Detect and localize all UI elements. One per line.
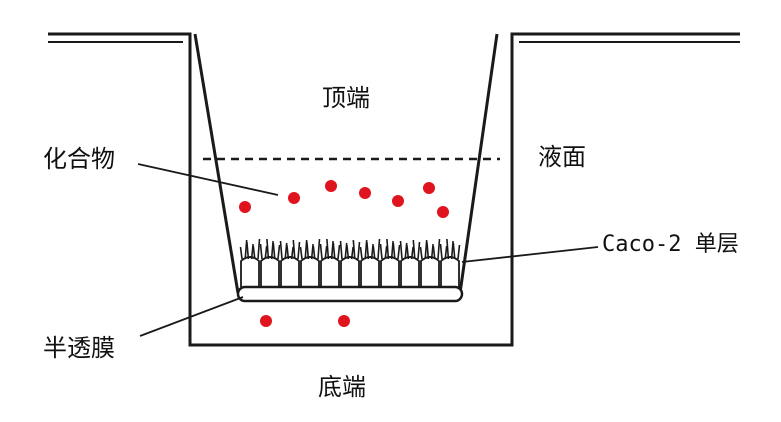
microvillus bbox=[290, 246, 294, 260]
label-apical: 顶端 bbox=[322, 84, 370, 112]
microvillus bbox=[346, 244, 350, 260]
epithelial-cell bbox=[379, 238, 401, 287]
microvillus bbox=[279, 240, 283, 260]
cell-body bbox=[380, 256, 400, 287]
label-compound: 化合物 bbox=[43, 145, 115, 173]
microvillus bbox=[326, 238, 330, 260]
compound-dot bbox=[359, 187, 371, 199]
label-liquid-surface: 液面 bbox=[538, 143, 586, 171]
compound-dot bbox=[392, 195, 404, 207]
epithelial-cell bbox=[339, 239, 361, 287]
microvillus bbox=[352, 239, 356, 260]
cell-body bbox=[280, 256, 300, 287]
microvillus bbox=[359, 246, 363, 260]
microvillus bbox=[297, 241, 301, 260]
cell-body bbox=[420, 256, 440, 287]
microvillus bbox=[257, 238, 261, 260]
microvillus bbox=[266, 238, 270, 260]
compound-dot bbox=[260, 315, 272, 327]
microvillus bbox=[350, 246, 354, 260]
epithelial-cell bbox=[419, 238, 441, 287]
cell-body bbox=[340, 256, 360, 287]
epithelial-cell bbox=[439, 238, 461, 287]
compound-dots-basolateral bbox=[260, 315, 350, 327]
microvillus bbox=[452, 242, 456, 260]
compound-dot bbox=[325, 180, 337, 192]
epithelial-cell bbox=[359, 238, 381, 287]
microvillus bbox=[277, 244, 281, 260]
microvillus bbox=[272, 242, 276, 260]
cell-body bbox=[360, 256, 380, 287]
caco2-monolayer bbox=[239, 238, 461, 287]
microvillus bbox=[252, 245, 256, 260]
epithelial-cell bbox=[239, 238, 261, 287]
cell-body bbox=[240, 256, 260, 287]
semipermeable-membrane bbox=[236, 285, 464, 303]
microvillus bbox=[432, 245, 436, 260]
microvillus bbox=[299, 246, 303, 260]
microvillus bbox=[439, 243, 443, 260]
microvillus bbox=[399, 240, 403, 260]
leader-membrane bbox=[139, 296, 244, 337]
microvillus bbox=[444, 245, 448, 260]
compound-dot bbox=[423, 182, 435, 194]
microvillus bbox=[239, 246, 243, 260]
insert-wall-right bbox=[458, 33, 499, 294]
label-membrane: 半透膜 bbox=[43, 334, 115, 362]
compound-dot bbox=[338, 315, 350, 327]
microvillus bbox=[319, 243, 323, 260]
epithelial-cell bbox=[259, 238, 281, 287]
microvillus bbox=[392, 242, 396, 260]
microvillus bbox=[384, 245, 388, 260]
epithelial-cell bbox=[399, 239, 421, 287]
microvillus bbox=[339, 240, 343, 260]
label-basolateral: 底端 bbox=[318, 373, 366, 401]
epithelial-cell bbox=[279, 239, 301, 287]
outer-well-wall bbox=[48, 32, 740, 347]
insert-wall-left bbox=[193, 33, 240, 294]
microvillus bbox=[337, 244, 341, 260]
compound-dot bbox=[437, 206, 449, 218]
microvillus bbox=[286, 244, 290, 260]
microvillus bbox=[410, 246, 414, 260]
cell-body bbox=[320, 256, 340, 287]
cell-body bbox=[440, 256, 460, 287]
label-cell-monolayer: Caco-2 单层 bbox=[602, 232, 739, 257]
microvillus bbox=[412, 239, 416, 260]
microvillus bbox=[259, 243, 263, 260]
microvillus bbox=[264, 245, 268, 260]
microvillus bbox=[417, 241, 421, 260]
microvillus bbox=[292, 239, 296, 260]
microvillus bbox=[426, 241, 430, 260]
microvillus bbox=[386, 238, 390, 260]
compound-dot bbox=[239, 201, 251, 213]
cell-body bbox=[300, 256, 320, 287]
leader-monolayer bbox=[461, 246, 599, 263]
microvillus bbox=[372, 245, 376, 260]
leader-compound bbox=[137, 163, 279, 196]
microvillus bbox=[437, 238, 441, 260]
microvillus bbox=[379, 243, 383, 260]
microvillus bbox=[312, 245, 316, 260]
microvillus bbox=[366, 241, 370, 260]
microvillus bbox=[357, 241, 361, 260]
microvillus bbox=[317, 238, 321, 260]
microvillus bbox=[324, 245, 328, 260]
microvillus bbox=[457, 244, 461, 260]
microvillus bbox=[419, 246, 423, 260]
cell-body bbox=[400, 256, 420, 287]
microvillus bbox=[246, 241, 250, 260]
compound-dot bbox=[288, 192, 300, 204]
microvillus bbox=[406, 244, 410, 260]
microvillus bbox=[377, 238, 381, 260]
epithelial-cell bbox=[299, 238, 321, 287]
microvillus bbox=[306, 241, 310, 260]
cell-body bbox=[260, 256, 280, 287]
microvillus bbox=[332, 242, 336, 260]
microvillus bbox=[397, 244, 401, 260]
epithelial-cell bbox=[319, 238, 341, 287]
microvillus bbox=[446, 238, 450, 260]
compound-dots-apical bbox=[239, 180, 449, 218]
